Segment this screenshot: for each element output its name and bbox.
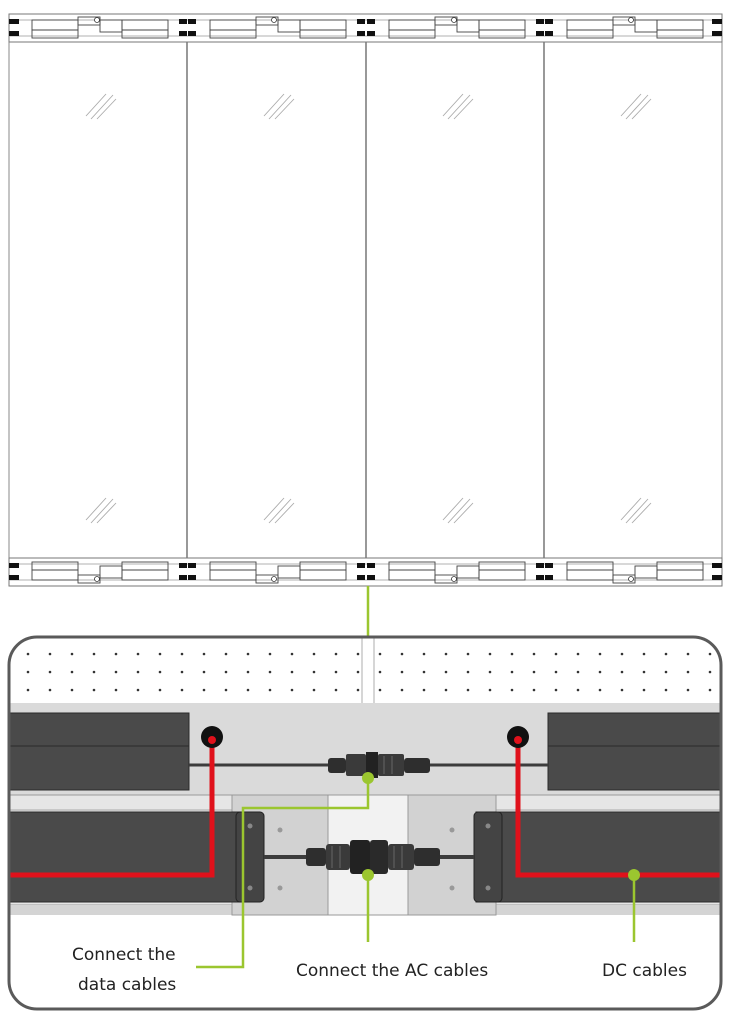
panel-array — [8, 13, 723, 587]
ac-cable-connector — [306, 840, 440, 874]
ac-cables-label: Connect the AC cables — [296, 961, 489, 981]
connection-detail-view — [9, 637, 721, 1009]
panel — [186, 13, 367, 587]
bottom-rail — [8, 557, 723, 587]
data-cables-label-line1: Connect the — [72, 945, 176, 965]
panel — [543, 13, 723, 587]
ac-callout-point — [362, 869, 374, 881]
panel — [365, 13, 545, 587]
dc-callout-point — [628, 869, 640, 881]
dc-cables — [9, 740, 721, 878]
data-callout-point — [362, 772, 374, 784]
data-cable-connector — [328, 752, 430, 778]
left-lower-cabinet — [9, 811, 265, 903]
data-cables-label-line2: data cables — [78, 975, 177, 995]
data-cables-label: Connect the data cables — [72, 940, 177, 1000]
right-upper-cabinet — [547, 712, 721, 791]
top-rail — [8, 13, 723, 43]
callout-points — [362, 772, 640, 881]
detail-frame — [7, 635, 723, 1011]
panel — [8, 13, 188, 587]
callout-lines — [196, 778, 636, 969]
left-upper-cabinet — [9, 712, 190, 791]
glass-reflection-marks — [85, 93, 652, 524]
dc-cables-label: DC cables — [602, 961, 687, 981]
right-lower-cabinet — [473, 811, 721, 903]
